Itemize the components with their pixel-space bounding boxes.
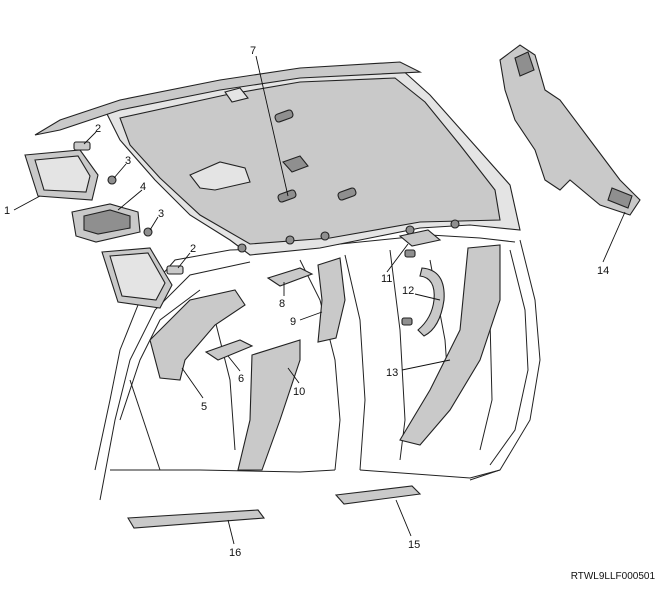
callout-16: 16 — [229, 547, 241, 559]
quarter-trim-part-13 — [399, 244, 501, 446]
callout-2-upper: 2 — [95, 123, 101, 135]
map-lamp-lens — [83, 209, 131, 235]
sun-visor-face — [34, 155, 91, 193]
callout-7: 7 — [250, 45, 256, 57]
callout-10: 10 — [293, 386, 305, 398]
front-pillar-garnish-part-5 — [149, 289, 246, 381]
assist-grip-part-12 — [417, 267, 445, 337]
callout-3-lower: 3 — [158, 208, 164, 220]
callout-13: 13 — [386, 367, 398, 379]
visor-holder-part-2-upper — [73, 141, 91, 151]
callout-8: 8 — [279, 298, 285, 310]
callout-14: 14 — [597, 265, 609, 277]
callout-11: 11 — [381, 273, 392, 285]
callout-labels: 1 2 2 3 3 4 5 6 7 8 9 10 11 12 13 14 15 … — [4, 45, 609, 559]
rear-pillar-trim-detail — [514, 51, 535, 77]
callout-5: 5 — [201, 401, 207, 413]
callout-9: 9 — [290, 316, 296, 328]
assist-grip-part-11 — [398, 229, 442, 247]
roof-rail-strip — [34, 61, 423, 136]
callout-1: 1 — [4, 205, 10, 217]
rear-pillar-trim-part-14 — [499, 44, 641, 216]
rear-pillar-trim-end — [607, 187, 633, 209]
callout-4: 4 — [140, 181, 146, 193]
scuff-plate-part-15 — [334, 485, 422, 505]
grip-clip-lower — [401, 317, 413, 326]
callout-3-upper: 3 — [125, 155, 131, 167]
leader-lines — [13, 55, 626, 545]
callout-2-lower: 2 — [190, 243, 196, 255]
scuff-plate-part-16 — [127, 509, 266, 529]
headliner-part-7 — [104, 67, 521, 256]
visor-holder-part-2-lower — [166, 265, 184, 275]
callout-6: 6 — [238, 373, 244, 385]
assist-grip-part-6 — [204, 339, 254, 361]
callout-12: 12 — [402, 285, 414, 297]
callout-15: 15 — [408, 539, 420, 551]
center-pillar-upper-garnish-part-9 — [317, 257, 346, 343]
drawing-code: RTWL9LLF000501 — [570, 571, 655, 582]
sun-visor-lower-face — [109, 252, 166, 301]
assist-grip-part-8 — [266, 267, 314, 287]
grip-clip-upper — [404, 249, 416, 258]
center-pillar-lower-garnish-part-10 — [237, 339, 301, 471]
